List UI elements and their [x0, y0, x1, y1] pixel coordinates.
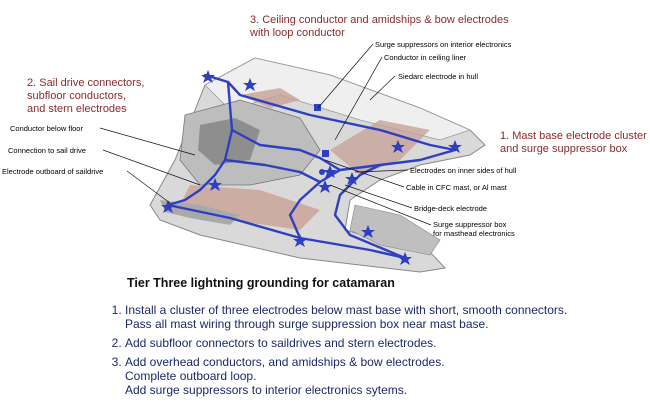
electrode-star — [161, 200, 175, 213]
electrode-markers — [161, 70, 462, 265]
label-surge-box: Surge suppressor box for masthead electr… — [433, 220, 515, 238]
label-inner-sides: Electrodes on inner sides of hull — [410, 166, 517, 175]
electrode-star — [391, 140, 405, 153]
electrode-star — [361, 225, 375, 238]
surge-suppressor-box — [314, 104, 321, 111]
step-line: Add subfloor connectors to saildrives an… — [125, 336, 437, 350]
surge-suppressor-box — [322, 150, 329, 157]
label-outboard-saildrive: Electrode outboard of saildrive — [2, 167, 103, 176]
electrode-star — [345, 172, 359, 185]
catamaran-grounding-diagram: Surge suppressors on interior electronic… — [2, 40, 517, 273]
diagram-labels: Surge suppressors on interior electronic… — [2, 40, 517, 213]
electrode-star — [323, 165, 337, 178]
step-item: Add overhead conductors, and amidships &… — [125, 355, 650, 397]
electrode-star — [398, 252, 412, 265]
electrode-star — [318, 180, 332, 193]
diagram-caption: Tier Three lightning grounding for catam… — [127, 276, 395, 290]
label-ceiling-liner: Conductor in ceiling liner — [384, 53, 467, 62]
step-item: Add subfloor connectors to saildrives an… — [125, 336, 650, 350]
leader-lines — [99, 43, 432, 226]
electrode-star — [293, 234, 307, 247]
step-line: Complete outboard loop. — [125, 369, 257, 383]
step-line: Add overhead conductors, and amidships &… — [125, 355, 445, 369]
label-surge-interior: Surge suppressors on interior electronic… — [375, 40, 512, 49]
electrode-star — [208, 178, 222, 191]
steps-list: Install a cluster of three electrodes be… — [103, 303, 650, 402]
step-line: Install a cluster of three electrodes be… — [125, 303, 568, 317]
electrode-star — [243, 78, 257, 91]
label-bridge-deck: Bridge-deck electrode — [414, 204, 487, 213]
step-item: Install a cluster of three electrodes be… — [125, 303, 650, 331]
label-sail-drive: Connection to sail drive — [8, 146, 86, 155]
label-siedarc: Siedarc electrode in hull — [398, 72, 478, 81]
step-line: Pass all mast wiring through surge suppr… — [125, 317, 489, 331]
mast-base — [319, 169, 325, 175]
electrode-star — [448, 140, 462, 153]
label-cable-mast: Cable in CFC mast, or Al mast — [406, 183, 508, 192]
callout-mast-base: 1. Mast base electrode cluster and surge… — [500, 130, 647, 155]
label-below-floor: Conductor below floor — [10, 124, 83, 133]
callout-ceiling-conductor: 3. Ceiling conductor and amidships & bow… — [250, 14, 509, 39]
step-line: Add surge suppressors to interior electr… — [125, 383, 408, 397]
callout-sail-drive: 2. Sail drive connectors, subfloor condu… — [27, 77, 145, 115]
electrode-star — [201, 70, 215, 83]
